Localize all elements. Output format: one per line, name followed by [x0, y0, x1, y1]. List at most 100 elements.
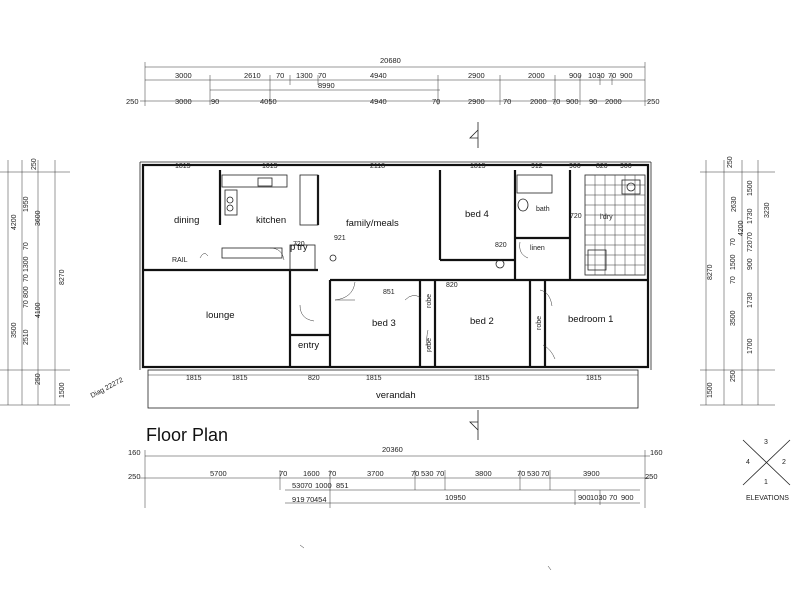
top-dimension-lines: 20680 3000 2610 70 1300 70 4940 2900 200…	[126, 56, 660, 106]
door-dim-1: 820	[308, 375, 320, 382]
left-dim-3600: 3600	[35, 210, 42, 226]
top-row2-end-right: 250	[647, 97, 660, 106]
top2-dim-900: 900	[566, 97, 579, 106]
room-bath: bath	[536, 206, 550, 213]
top-dim-1300: 1300	[296, 71, 313, 80]
right-dim-1500: 1500	[747, 180, 754, 196]
top2-dim-90: 90	[589, 97, 597, 106]
bot-dim-70b: 70	[328, 469, 336, 478]
room-robe-2: robe	[426, 338, 433, 352]
bot-row2-70b: 70	[609, 493, 617, 502]
top2-dim-4940: 4940	[370, 97, 387, 106]
room-pantry: p'try	[290, 242, 308, 253]
win-top-4: 1815	[470, 163, 486, 170]
top-sub-dimension: 8990	[318, 81, 335, 90]
bot-dim-5700: 5700	[210, 469, 227, 478]
bottom-overall-dimension: 20360	[382, 445, 403, 454]
win-top-5: 912	[531, 163, 543, 170]
room-labels: dining kitchen family/meals bed 4 bath l…	[174, 206, 613, 401]
door-dim-7: 720	[570, 213, 582, 220]
bot-row2-851: 851	[336, 481, 349, 490]
left-dim-1300: 1300	[23, 256, 30, 272]
misc-labels: RAIL Diag 22272	[90, 257, 188, 400]
bot-dim-3800: 3800	[475, 469, 492, 478]
left-dim-250b: 250	[35, 373, 42, 385]
top-dim-2000: 2000	[528, 71, 545, 80]
win-bot-4: 1815	[474, 375, 490, 382]
room-bed-4: bed 4	[465, 209, 489, 220]
top-overall-dimension: 20680	[380, 56, 401, 65]
window-dimensions-top: 1815 1015 2118 1815 912 906 820 906	[175, 163, 632, 170]
kitchen-fixtures	[221, 174, 505, 271]
top2-dim-70b: 70	[503, 97, 511, 106]
room-linen: linen	[530, 245, 545, 252]
left-dim-4200: 4200	[11, 214, 18, 230]
top-dim-70b: 70	[318, 71, 326, 80]
right-dim-1730b: 1730	[747, 292, 754, 308]
right-dim-1500c: 1500	[707, 382, 714, 398]
right-dim-1500b: 1500	[730, 254, 737, 270]
room-lounge: lounge	[206, 310, 235, 321]
left-dim-70a: 70	[23, 242, 30, 250]
right-dim-70: 70	[747, 232, 754, 240]
win-top-8: 906	[620, 163, 632, 170]
top-row2-end-left: 250	[126, 97, 139, 106]
right-dimension-lines: 250 1500 2630 4200 1730 3230 70 720 900 …	[700, 156, 775, 406]
right-dim-70b: 70	[730, 238, 737, 246]
top-dim-900b: 900	[620, 71, 633, 80]
bot-dim-70e: 70	[517, 469, 525, 478]
win-bot-3: 1815	[366, 375, 382, 382]
diag-label: Diag 22272	[90, 377, 125, 400]
bot-dim-3900: 3900	[583, 469, 600, 478]
win-top-3: 2118	[370, 163, 385, 170]
win-bot-2: 1815	[232, 375, 248, 382]
bot-row2-530: 530	[292, 481, 305, 490]
door-dim-5: 820	[446, 282, 458, 289]
room-verandah: verandah	[376, 390, 416, 401]
top-dim-2900: 2900	[468, 71, 485, 80]
left-dim-70b: 70	[23, 274, 30, 282]
top2-dim-70a: 70	[432, 97, 440, 106]
room-robe-1: robe	[426, 294, 433, 308]
top-dim-1030: 1030	[588, 71, 605, 80]
left-dimension-lines: 250 4200 1950 3600 70 1300 70 800 70 251…	[0, 158, 70, 406]
room-kitchen: kitchen	[256, 215, 286, 226]
door-swings	[199, 241, 556, 360]
bot-row2-1000: 1000	[315, 481, 332, 490]
room-family-meals: family/meals	[346, 218, 399, 229]
top-dim-3000: 3000	[175, 71, 192, 80]
right-dim-250: 250	[727, 156, 734, 168]
right-dim-720: 720	[747, 240, 754, 252]
left-dim-2510: 2510	[23, 329, 30, 345]
top2-dim-70c: 70	[552, 97, 560, 106]
bot-dim-70d: 70	[436, 469, 444, 478]
bot-dim-1600: 1600	[303, 469, 320, 478]
right-dim-900: 900	[747, 258, 754, 270]
door-dimensions: 820 720 921 820 820 851 720	[293, 213, 582, 382]
left-dim-1500: 1500	[59, 382, 66, 398]
bottom-row1-end-left: 250	[128, 472, 141, 481]
right-dim-3500: 3500	[730, 310, 737, 326]
bottom-dimension-lines: 20360 160 160 250 250 5700 70 1600 70 37…	[128, 445, 663, 508]
top2-dim-4050: 4050	[260, 97, 277, 106]
bot-dim-70f: 70	[541, 469, 549, 478]
top-dim-900: 900	[569, 71, 582, 80]
bot-row3-454: 454	[314, 495, 327, 504]
window-dimensions-bottom: 1815 1815 1815 1815 1815	[186, 375, 602, 382]
left-dim-70c: 70	[23, 300, 30, 308]
room-bed-3: bed 3	[372, 318, 396, 329]
bot-dim-70a: 70	[279, 469, 287, 478]
top2-dim-90: 90	[211, 97, 219, 106]
elevation-mark-1: 1	[764, 479, 768, 486]
bot-row2-1030: 1030	[590, 493, 607, 502]
left-dim-800: 800	[23, 286, 30, 298]
right-dim-3230: 3230	[764, 202, 771, 218]
left-dim-8270: 8270	[59, 269, 66, 285]
right-dim-250b: 250	[730, 370, 737, 382]
win-bot-1: 1815	[186, 375, 202, 382]
elevations-label: ELEVATIONS	[746, 495, 789, 502]
left-dim-1950: 1950	[23, 196, 30, 212]
top-dim-4940: 4940	[370, 71, 387, 80]
win-top-2: 1015	[262, 163, 278, 170]
